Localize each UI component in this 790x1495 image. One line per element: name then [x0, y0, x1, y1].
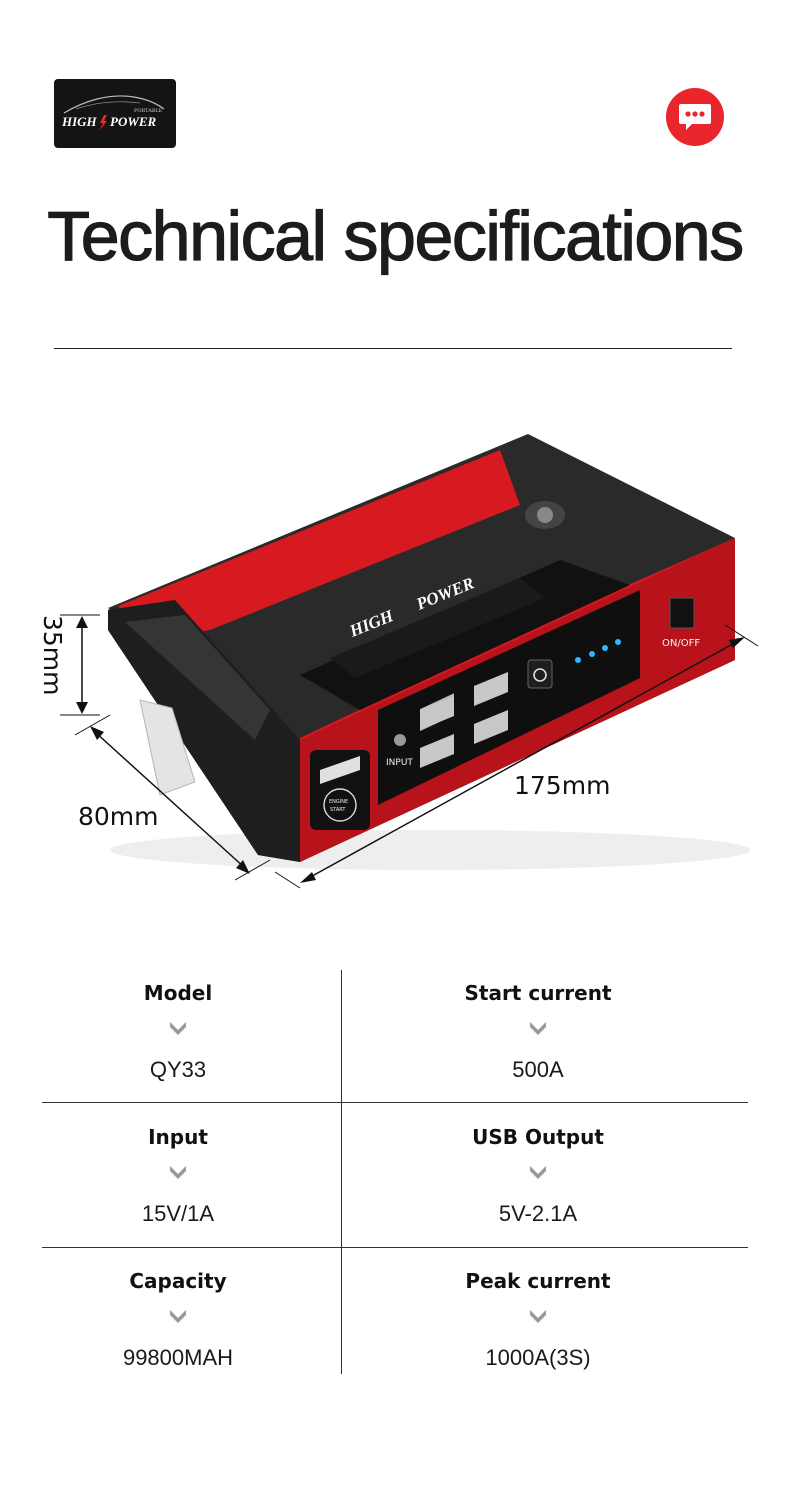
length-dimension: 175mm	[514, 771, 610, 800]
spec-value: QY33	[149, 1057, 207, 1082]
spec-cell-usb-output: USB Output 5V-2.1A	[402, 1124, 674, 1228]
spec-label: USB Output	[472, 1125, 604, 1149]
product-illustration: HIGH POWER INPUT ENGINE START	[0, 410, 790, 910]
device-red-panel	[118, 450, 520, 640]
usb-port-icon	[420, 696, 454, 730]
chevron-down-icon	[170, 1166, 186, 1179]
spec-value: 99800MAH	[122, 1345, 234, 1370]
usb-port-icon	[420, 734, 454, 768]
chevron-down-icon	[530, 1310, 546, 1323]
spec-cell-input: Input 15V/1A	[42, 1124, 314, 1228]
table-column-divider	[341, 970, 342, 1374]
brand-logo: PORTABLE HIGH POWER	[54, 79, 176, 148]
spec-table: Model QY33 Start current 500A Input 15V/…	[42, 970, 748, 1374]
spec-label: Input	[148, 1125, 208, 1149]
logo-portable-text: PORTABLE	[134, 108, 163, 114]
power-icon	[533, 668, 547, 682]
battery-led	[589, 651, 595, 657]
spec-value: 15V/1A	[141, 1201, 215, 1226]
spec-value: 1000A(3S)	[485, 1345, 591, 1370]
battery-led	[615, 639, 621, 645]
spec-cell-capacity: Capacity 99800MAH	[42, 1268, 314, 1372]
spec-cell-peak-current: Peak current 1000A(3S)	[402, 1268, 674, 1372]
spec-label: Capacity	[129, 1269, 227, 1293]
title-divider	[54, 348, 732, 349]
width-dimension: 80mm	[78, 802, 159, 831]
chat-bubble-icon	[679, 104, 711, 130]
onoff-label: ON/OFF	[662, 638, 700, 649]
chevron-down-icon	[170, 1022, 186, 1035]
table-row-divider	[42, 1247, 748, 1248]
table-row-divider	[42, 1102, 748, 1103]
car-icon	[320, 756, 360, 784]
height-dimension: 35mm	[38, 615, 67, 696]
engine-start-icon	[323, 788, 357, 822]
spec-label: Peak current	[465, 1269, 611, 1293]
usb-port-icon	[474, 710, 508, 744]
usb-port-icon	[474, 672, 508, 706]
spec-cell-model: Model QY33	[42, 980, 314, 1084]
spec-value: 500A	[512, 1057, 564, 1082]
battery-led	[602, 645, 608, 651]
start-label: START	[330, 807, 346, 813]
battery-led	[575, 657, 581, 663]
engine-label: ENGINE	[329, 799, 348, 805]
chevron-down-icon	[530, 1166, 546, 1179]
spec-cell-start-current: Start current 500A	[402, 980, 674, 1084]
logo-power-text: POWER	[110, 114, 157, 129]
lightning-bolt-icon	[99, 115, 107, 131]
spec-label: Model	[143, 981, 213, 1005]
page-title: Technical specifications	[47, 196, 745, 275]
logo-high-text: HIGH	[61, 114, 98, 129]
chevron-down-icon	[170, 1310, 186, 1323]
chevron-down-icon	[530, 1022, 546, 1035]
spec-value: 5V-2.1A	[498, 1201, 578, 1226]
input-label: INPUT	[386, 758, 413, 768]
chat-button[interactable]	[666, 88, 724, 146]
spec-label: Start current	[464, 981, 612, 1005]
